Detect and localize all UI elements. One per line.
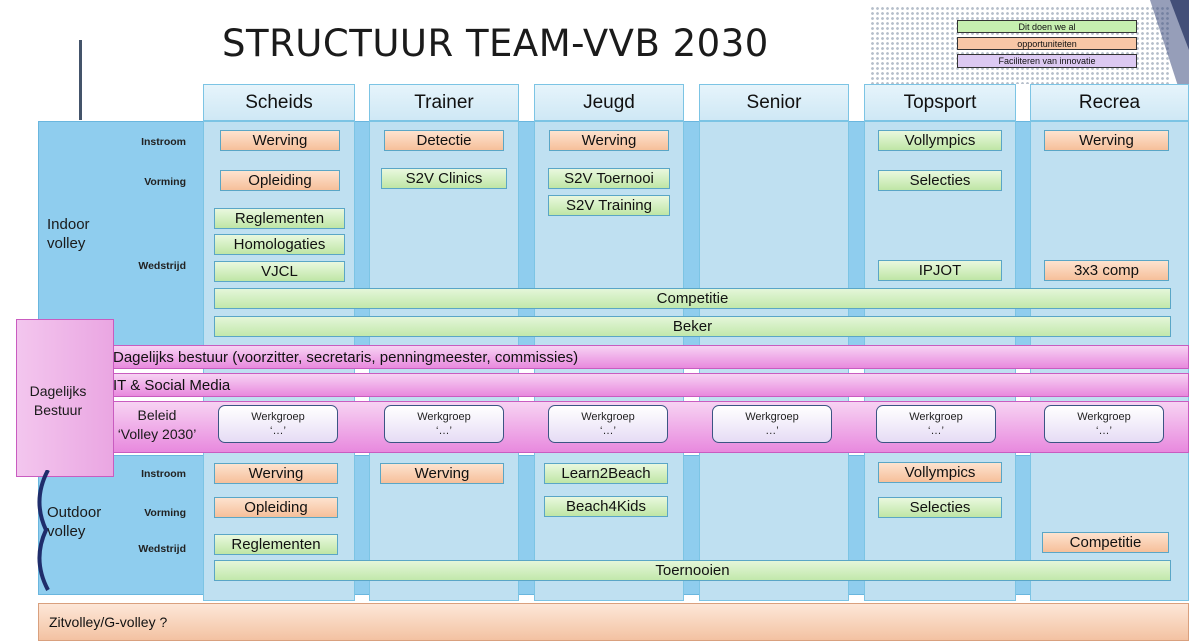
indoor-label-line1: Indoor	[47, 216, 90, 233]
indoor-competitie-bar: Competitie	[214, 288, 1171, 309]
werkgroep-recrea: Werkgroep ‘…’	[1044, 405, 1164, 443]
dagelijks-bestuur-box	[16, 319, 114, 477]
column-header-senior: Senior	[699, 84, 849, 121]
outdoor-row-vorming: Vorming	[144, 507, 186, 519]
indoor-label-line2: volley	[47, 235, 86, 252]
indoor-recrea-3x3: 3x3 comp	[1044, 260, 1169, 281]
indoor-jeugd-werving: Werving	[549, 130, 669, 151]
indoor-trainer-detectie: Detectie	[384, 130, 504, 151]
outdoor-toernooien-bar: Toernooien	[214, 560, 1171, 581]
outdoor-label-line1: Outdoor	[47, 504, 102, 521]
outdoor-scheids-reglementen: Reglementen	[214, 534, 338, 555]
werkgroep-sub: ‘…’	[436, 425, 452, 437]
indoor-jeugd-toernooi: S2V Toernooi	[548, 168, 670, 189]
indoor-scheids-reglementen: Reglementen	[214, 208, 345, 229]
werkgroep-label: Werkgroep	[745, 411, 799, 423]
indoor-scheids-opleiding: Opleiding	[220, 170, 340, 191]
outdoor-row-instroom: Instroom	[141, 468, 186, 480]
indoor-scheids-homologaties: Homologaties	[214, 234, 345, 255]
indoor-row-vorming: Vorming	[144, 176, 186, 188]
outdoor-row-wedstrijd: Wedstrijd	[138, 543, 186, 555]
decorative-vertical-line	[79, 40, 82, 120]
column-header-jeugd: Jeugd	[534, 84, 684, 121]
werkgroep-sub: ‘…’	[270, 425, 286, 437]
bestuur-dagelijks-bar: Dagelijks bestuur (voorzitter, secretari…	[100, 345, 1189, 369]
outdoor-topsport-vollympics: Vollympics	[878, 462, 1002, 483]
outdoor-label-line2: volley	[47, 523, 86, 540]
indoor-scheids-vjcl: VJCL	[214, 261, 345, 282]
outdoor-jeugd-beach4kids: Beach4Kids	[544, 496, 668, 517]
indoor-topsport-ipjot: IPJOT	[878, 260, 1002, 281]
dagelijks-bestuur-label: Dagelijks Bestuur	[16, 382, 100, 420]
dagelijks-bestuur-line2: Bestuur	[33, 402, 83, 418]
zitvolley-bar: Zitvolley/G-volley ?	[38, 603, 1189, 641]
indoor-topsport-vollympics: Vollympics	[878, 130, 1002, 151]
werkgroep-scheids: Werkgroep ‘…’	[218, 405, 338, 443]
indoor-label: Indoor volley	[47, 215, 90, 253]
werkgroep-sub: ‘…’	[1096, 425, 1112, 437]
legend-innovation: Faciliteren van innovatie	[957, 54, 1137, 68]
outdoor-recrea-competitie: Competitie	[1042, 532, 1169, 553]
column-header-recrea: Recrea	[1030, 84, 1189, 121]
indoor-jeugd-training: S2V Training	[548, 195, 670, 216]
werkgroep-sub: ‘…’	[928, 425, 944, 437]
werkgroep-sub: ‘…’	[600, 425, 616, 437]
werkgroep-jeugd: Werkgroep ‘…’	[548, 405, 668, 443]
beleid-label: Beleid ‘Volley 2030’	[112, 406, 202, 444]
dagelijks-bestuur-line1: Dagelijks	[29, 383, 87, 399]
werkgroep-senior: Werkgroep …’	[712, 405, 832, 443]
column-header-topsport: Topsport	[864, 84, 1016, 121]
indoor-topsport-selecties: Selecties	[878, 170, 1002, 191]
indoor-row-instroom: Instroom	[141, 136, 186, 148]
indoor-trainer-clinics: S2V Clinics	[381, 168, 507, 189]
outdoor-scheids-werving: Werving	[214, 463, 338, 484]
outdoor-scheids-opleiding: Opleiding	[214, 497, 338, 518]
indoor-recrea-werving: Werving	[1044, 130, 1169, 151]
indoor-scheids-werving: Werving	[220, 130, 340, 151]
outdoor-trainer-werving: Werving	[380, 463, 504, 484]
outdoor-jeugd-learn2beach: Learn2Beach	[544, 463, 668, 484]
page-title: STRUCTUUR TEAM-VVB 2030	[222, 22, 769, 65]
werkgroep-label: Werkgroep	[251, 411, 305, 423]
beleid-label-line2: ‘Volley 2030’	[117, 426, 197, 442]
werkgroep-label: Werkgroep	[581, 411, 635, 423]
bestuur-it-bar: IT & Social Media	[100, 373, 1189, 397]
werkgroep-label: Werkgroep	[909, 411, 963, 423]
indoor-beker-bar: Beker	[214, 316, 1171, 337]
column-header-scheids: Scheids	[203, 84, 355, 121]
legend-done: Dit doen we al	[957, 20, 1137, 33]
werkgroep-label: Werkgroep	[1077, 411, 1131, 423]
werkgroep-sub: …’	[765, 425, 779, 437]
werkgroep-trainer: Werkgroep ‘…’	[384, 405, 504, 443]
indoor-row-wedstrijd: Wedstrijd	[138, 260, 186, 272]
beleid-label-line1: Beleid	[137, 407, 177, 423]
outdoor-topsport-selecties: Selecties	[878, 497, 1002, 518]
column-header-trainer: Trainer	[369, 84, 519, 121]
decorative-swirl	[37, 470, 50, 591]
outdoor-label: Outdoor volley	[47, 503, 101, 541]
legend-opportunities: opportuniteiten	[957, 37, 1137, 50]
werkgroep-topsport: Werkgroep ‘…’	[876, 405, 996, 443]
werkgroep-label: Werkgroep	[417, 411, 471, 423]
